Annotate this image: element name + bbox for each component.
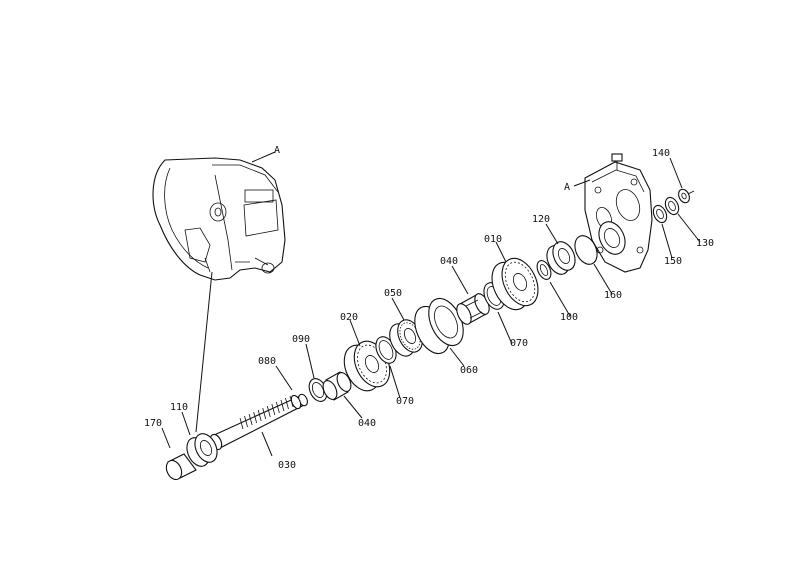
- leader-a-right: [573, 179, 591, 187]
- label-040-upper: 040: [440, 256, 458, 267]
- label-060: 060: [460, 365, 478, 376]
- spline-ridge: [275, 401, 280, 414]
- spline-ridge: [239, 417, 244, 430]
- cover-plate: [584, 161, 653, 273]
- needle-bearing-040-upper: [456, 293, 490, 325]
- label-120: 120: [532, 214, 550, 225]
- transmission-housing: [152, 157, 286, 281]
- leader-lines: [161, 157, 701, 457]
- label-040-lower: 040: [358, 418, 376, 429]
- label-170: 170: [144, 418, 162, 429]
- label-050: 050: [384, 288, 402, 299]
- label-150: 150: [664, 256, 682, 267]
- spline-ridge: [253, 411, 258, 424]
- label-160: 160: [604, 290, 622, 301]
- spline-ridge: [257, 409, 262, 422]
- sleeve-060: [414, 297, 464, 355]
- label-110: 110: [170, 402, 188, 413]
- ring-100: [536, 260, 552, 280]
- label-a-right: A: [564, 182, 570, 193]
- label-100: 100: [560, 312, 578, 323]
- spline-ridge: [280, 399, 285, 412]
- gear-010: [491, 257, 539, 311]
- ring-080: [290, 394, 302, 410]
- spline-ridge: [262, 407, 267, 420]
- bearing-120: [546, 241, 576, 275]
- spline-ridge: [266, 405, 271, 418]
- ring-130: [664, 196, 680, 216]
- cap-170: [165, 453, 197, 481]
- label-080: 080: [258, 356, 276, 367]
- nut-140: [678, 188, 695, 204]
- label-090: 090: [292, 334, 310, 345]
- housing-to-bearing-line: [195, 271, 213, 433]
- label-020: 020: [340, 312, 358, 323]
- label-070-upper: 070: [510, 338, 528, 349]
- label-a-left: A: [274, 145, 280, 156]
- spline-ridge: [248, 413, 253, 426]
- spline-ridge: [271, 403, 276, 416]
- leader-a-left: [251, 151, 276, 163]
- label-030: 030: [278, 460, 296, 471]
- label-070-lower: 070: [396, 396, 414, 407]
- label-130: 130: [696, 238, 714, 249]
- spline-ridge: [244, 415, 248, 428]
- cover-bolt: [611, 153, 623, 170]
- needle-bearing-040-lower: [322, 371, 352, 401]
- seal-150: [652, 204, 668, 224]
- label-140: 140: [652, 148, 670, 159]
- washer-090: [308, 378, 328, 402]
- spline-ridge: [285, 397, 289, 410]
- label-010: 010: [484, 234, 502, 245]
- bearing-110: [186, 433, 218, 467]
